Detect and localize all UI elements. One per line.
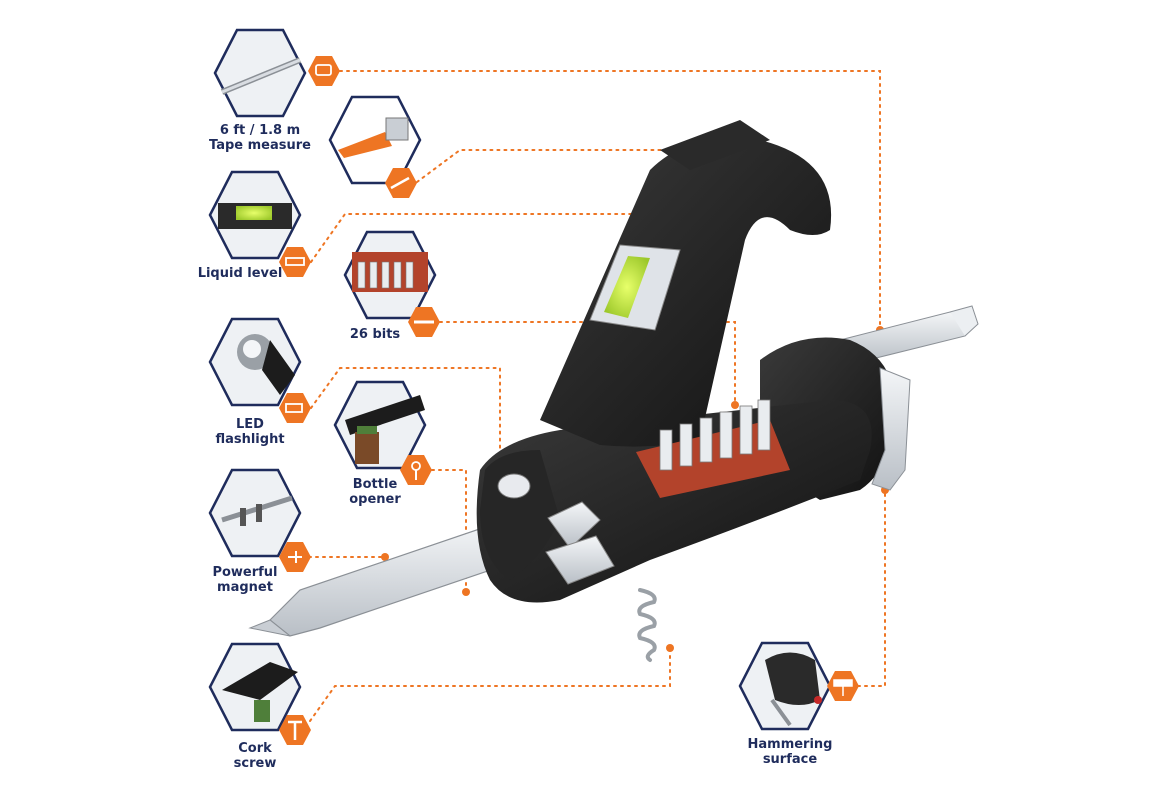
label-led-line2: flashlight <box>215 432 285 447</box>
badge-led <box>208 317 311 423</box>
chrome-button-2 <box>545 535 615 585</box>
badge-bits <box>343 230 440 337</box>
dot-bottle-opener <box>462 588 470 596</box>
badge-corkscrew <box>208 642 311 745</box>
label-corkscrew-line2: screw <box>233 756 277 771</box>
label-magnet-line1: Powerful <box>212 565 278 580</box>
label-magnet-line2: magnet <box>217 580 273 595</box>
label-bits: 26 bits <box>340 327 410 342</box>
label-hammer-line2: surface <box>762 752 818 767</box>
bits-set <box>659 399 771 471</box>
badge-knife <box>328 95 422 198</box>
dot-bits <box>731 401 739 409</box>
label-tape-measure: 6 ft / 1.8 m Tape measure <box>205 123 315 153</box>
multitool-illustration <box>248 120 979 662</box>
label-powerful-magnet: Powerful magnet <box>205 565 285 595</box>
corkscrew-coil <box>637 588 657 662</box>
leader-hammer <box>857 489 886 687</box>
label-tape-measure-line1: 6 ft / 1.8 m <box>219 123 301 138</box>
flashlight-icon <box>279 393 311 423</box>
chrome-button-1 <box>547 501 601 549</box>
bit-2 <box>679 423 693 467</box>
label-led-line1: LED <box>236 417 264 432</box>
leader-bits <box>439 321 736 406</box>
bit-1 <box>659 429 673 471</box>
label-bits-line1: 26 bits <box>349 327 401 342</box>
dot-magnet <box>381 553 389 561</box>
level-bubble <box>604 256 650 318</box>
badge-tape-measure <box>213 28 340 118</box>
label-liquid-level: Liquid level <box>190 266 290 281</box>
level-icon <box>279 247 311 277</box>
badge-hammer <box>738 641 859 731</box>
leader-corkscrew <box>309 647 671 722</box>
leader-tape-measure <box>339 70 881 331</box>
bit-4 <box>719 411 733 459</box>
label-cork-screw: Cork screw <box>220 741 290 771</box>
label-bottle-opener-line1: Bottle <box>352 477 398 492</box>
label-hammering-surface: Hammering surface <box>740 737 840 767</box>
label-corkscrew-line1: Cork <box>238 741 272 756</box>
bit-5 <box>739 405 753 455</box>
label-liquid-level-line1: Liquid level <box>197 266 283 281</box>
badge-magnet <box>208 468 311 572</box>
bit-6 <box>757 399 771 451</box>
label-tape-measure-line2: Tape measure <box>209 138 311 153</box>
badge-bottle-opener <box>333 380 432 485</box>
leader-bottle-opener <box>431 469 467 593</box>
dot-corkscrew <box>666 644 674 652</box>
label-hammer-line1: Hammering <box>747 737 833 752</box>
led-lens <box>497 473 531 499</box>
hammer-plate <box>871 367 911 491</box>
tool-handle <box>540 138 832 447</box>
badge-liquid-level <box>208 170 311 277</box>
bit-3 <box>699 417 713 463</box>
label-bottle-opener-line2: opener <box>349 492 401 507</box>
label-bottle-opener: Bottle opener <box>335 477 415 507</box>
tape-measure-icon <box>308 56 340 86</box>
label-led-flashlight: LED flashlight <box>205 417 295 447</box>
